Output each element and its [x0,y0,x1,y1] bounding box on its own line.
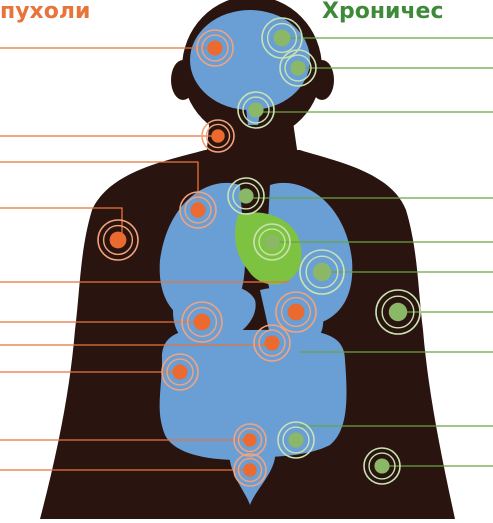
tumor-marker-icon-3 [180,192,216,228]
tumor-marker-icon-6 [182,302,222,342]
tumor-marker-icon-9 [234,424,266,456]
ear-right [310,60,334,100]
tumor-marker-icon-10 [234,454,266,486]
chronic-marker-icon-5 [254,224,290,260]
tumor-marker-icon-4 [98,220,138,260]
chronic-marker-icon-1 [262,18,302,58]
chronic-header: Хроничес [322,0,493,24]
chronic-marker-icon-9 [364,448,400,484]
tumor-marker-icon-2 [202,120,234,152]
chronic-marker-icon-4 [228,178,264,214]
chronic-marker-icon-3 [238,92,274,128]
tumor-marker-icon-5 [276,292,316,332]
tumor-marker-icon-7 [254,325,290,361]
chronic-marker-icon-7 [376,290,420,334]
brain [190,10,310,110]
tumors-header: пухоли [0,0,90,24]
chronic-marker-icon-2 [280,50,316,86]
tumor-marker-icon-1 [197,30,233,66]
tumor-marker-icon-8 [162,354,198,390]
chronic-marker-icon-6 [300,250,344,294]
chronic-marker-icon-8 [278,422,314,458]
